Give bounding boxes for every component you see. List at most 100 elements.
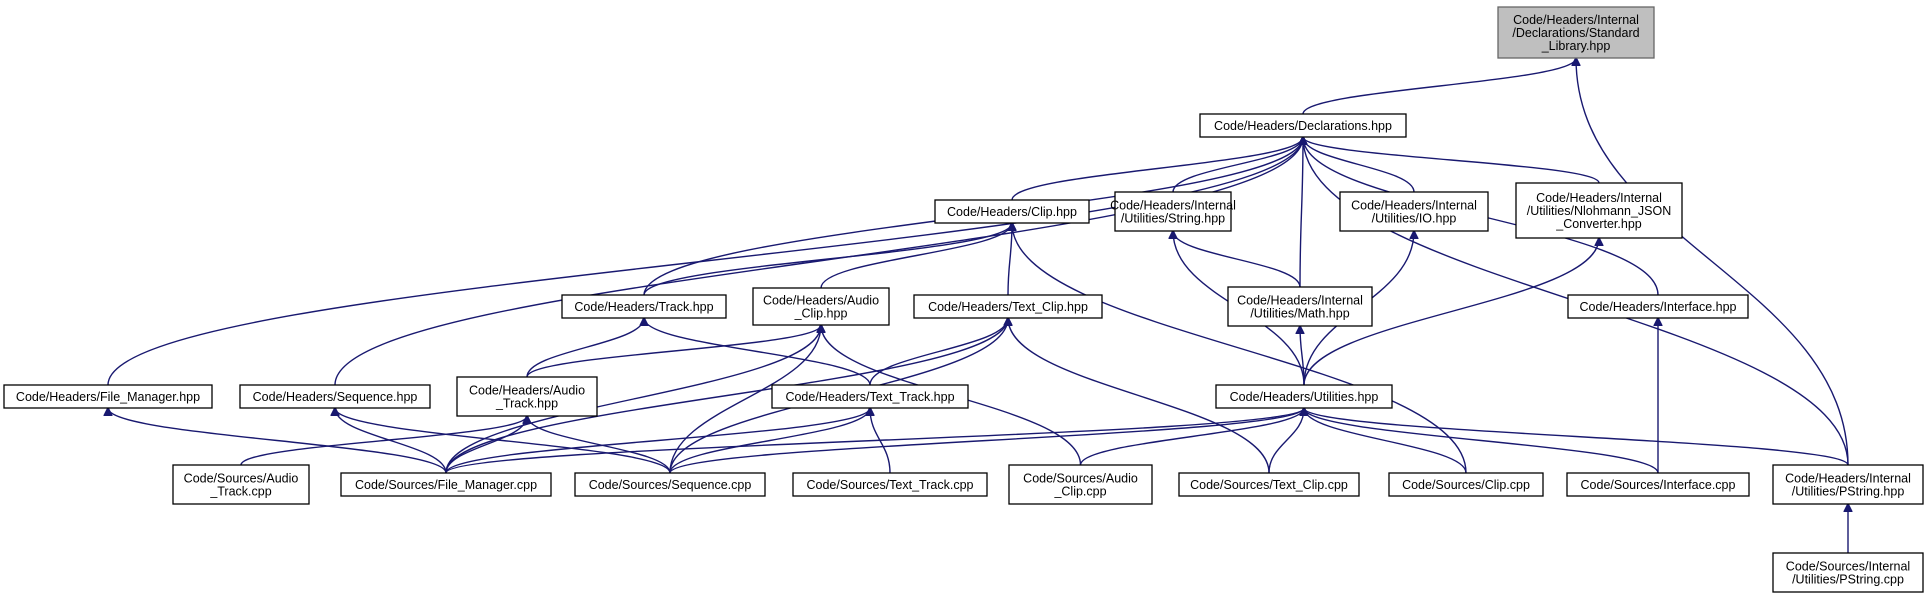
node-label: Code/Headers/Internal [1536, 191, 1662, 205]
node-box [913, 294, 1103, 319]
edge-math_hpp-to-declarations [1300, 137, 1303, 288]
edge-sequence_cpp-to-utilities_hpp [669, 408, 1304, 474]
node-box [934, 199, 1090, 224]
node-box [1339, 191, 1489, 232]
node-label: Code/Headers/Internal [1513, 13, 1639, 27]
node-box [1388, 472, 1544, 497]
node-box [340, 472, 552, 497]
node-box [3, 384, 213, 409]
node-label: /Declarations/Standard [1512, 26, 1639, 40]
node-label: /Utilities/PString.hpp [1792, 485, 1905, 499]
node-label: /Utilities/IO.hpp [1372, 212, 1457, 226]
edge-sequence_cpp-to-audio_track_hpp [527, 416, 671, 474]
node-box [172, 464, 310, 505]
node-audio-clip-hpp[interactable]: Code/Headers/Audio_Clip.hpp [752, 287, 890, 326]
edge-sequence_cpp-to-text_track_hpp [669, 408, 870, 474]
edge-audio_clip_hpp-to-clip_hpp [820, 223, 1012, 289]
node-sequence-cpp[interactable]: Code/Sources/Sequence.cpp [574, 472, 766, 497]
edge-sequence_cpp-to-sequence_hpp [335, 408, 671, 474]
node-label: Code/Sources/File_Manager.cpp [355, 478, 537, 492]
edge-text_track_hpp-to-track_hpp [644, 318, 871, 386]
node-label: Code/Sources/Text_Clip.cpp [1190, 478, 1348, 492]
edge-pstring_hpp-to-standard_library [1576, 58, 1849, 466]
edge-clip_cpp-to-clip_hpp [1012, 223, 1467, 474]
node-interface-cpp[interactable]: Code/Sources/Interface.cpp [1566, 472, 1750, 497]
node-box [1199, 113, 1407, 138]
node-label: Code/Headers/Internal [1785, 472, 1911, 486]
edge-text_clip_hpp-to-clip_hpp [1007, 223, 1012, 296]
edge-clip_hpp-to-declarations [1011, 137, 1303, 201]
node-track-hpp[interactable]: Code/Headers/Track.hpp [561, 294, 727, 319]
node-file-manager-hpp[interactable]: Code/Headers/File_Manager.hpp [3, 384, 213, 409]
node-label: /Utilities/Nlohmann_JSON [1527, 204, 1672, 218]
edge-nlohmann_hpp-to-declarations [1303, 137, 1600, 184]
node-box [561, 294, 727, 319]
node-sequence-hpp[interactable]: Code/Headers/Sequence.hpp [239, 384, 431, 409]
node-text-clip-hpp[interactable]: Code/Headers/Text_Clip.hpp [913, 294, 1103, 319]
edge-audio_clip_cpp-to-utilities_hpp [1079, 408, 1305, 466]
node-audio-clip-cpp[interactable]: Code/Sources/Audio_Clip.cpp [1008, 464, 1153, 505]
node-label: Code/Sources/Audio [1023, 472, 1138, 486]
node-label: Code/Headers/Clip.hpp [947, 205, 1077, 219]
node-label: Code/Headers/Internal [1110, 199, 1236, 213]
node-label: Code/Sources/Audio [184, 472, 299, 486]
node-file-manager-cpp[interactable]: Code/Sources/File_Manager.cpp [340, 472, 552, 497]
node-label: _Converter.hpp [1555, 217, 1642, 231]
node-label: Code/Headers/Text_Clip.hpp [928, 300, 1088, 314]
node-label: Code/Headers/Interface.hpp [1579, 300, 1736, 314]
node-label: Code/Headers/Audio [763, 294, 879, 308]
node-box [752, 287, 890, 326]
node-declarations[interactable]: Code/Headers/Declarations.hpp [1199, 113, 1407, 138]
node-label: /Utilities/String.hpp [1121, 212, 1225, 226]
node-nlohmann-hpp[interactable]: Code/Headers/Internal/Utilities/Nlohmann… [1515, 182, 1683, 239]
node-text-track-hpp[interactable]: Code/Headers/Text_Track.hpp [771, 384, 969, 409]
node-label: Code/Headers/Internal [1237, 294, 1363, 308]
node-label: Code/Headers/Utilities.hpp [1230, 390, 1379, 404]
node-label: Code/Sources/Internal [1786, 560, 1910, 574]
edges-layer [108, 58, 1848, 553]
edge-utilities_hpp-to-nlohmann_hpp [1303, 238, 1599, 386]
node-box [1566, 472, 1750, 497]
node-label: Code/Sources/Clip.cpp [1402, 478, 1530, 492]
node-box [792, 472, 988, 497]
node-audio-track-hpp[interactable]: Code/Headers/Audio_Track.hpp [456, 376, 598, 417]
edge-audio_track_cpp-to-audio_track_hpp [240, 416, 527, 466]
nodes-layer: Code/Headers/Internal/Declarations/Stand… [3, 6, 1924, 593]
node-io-hpp[interactable]: Code/Headers/Internal/Utilities/IO.hpp [1339, 191, 1489, 232]
node-utilities-hpp[interactable]: Code/Headers/Utilities.hpp [1215, 384, 1393, 409]
node-interface-hpp[interactable]: Code/Headers/Interface.hpp [1567, 294, 1749, 319]
node-text-track-cpp[interactable]: Code/Sources/Text_Track.cpp [792, 472, 988, 497]
node-box [1497, 6, 1655, 59]
node-label: Code/Headers/Track.hpp [574, 300, 713, 314]
node-string-hpp[interactable]: Code/Headers/Internal/Utilities/String.h… [1110, 191, 1236, 232]
node-pstring-hpp[interactable]: Code/Headers/Internal/Utilities/PString.… [1772, 464, 1924, 505]
node-label: Code/Headers/Sequence.hpp [253, 390, 418, 404]
node-label: /Utilities/PString.cpp [1792, 573, 1904, 587]
node-standard-library[interactable]: Code/Headers/Internal/Declarations/Stand… [1497, 6, 1655, 59]
edge-file_manager_cpp-to-utilities_hpp [445, 408, 1304, 474]
edge-utilities_hpp-to-math_hpp [1300, 326, 1305, 386]
edge-file_manager_cpp-to-file_manager_hpp [108, 408, 447, 474]
node-label: Code/Headers/Declarations.hpp [1214, 119, 1392, 133]
node-box [1215, 384, 1393, 409]
node-label: /Utilities/Math.hpp [1250, 307, 1349, 321]
node-label: Code/Sources/Text_Track.cpp [807, 478, 974, 492]
edge-file_manager_hpp-to-declarations [107, 137, 1303, 386]
edge-file_manager_cpp-to-text_clip_hpp [445, 318, 1008, 474]
node-label: Code/Headers/Audio [469, 384, 585, 398]
node-box [1772, 552, 1924, 593]
node-text-clip-cpp[interactable]: Code/Sources/Text_Clip.cpp [1178, 472, 1360, 497]
edge-sequence_hpp-to-declarations [334, 137, 1303, 386]
node-pstring-cpp[interactable]: Code/Sources/Internal/Utilities/PString.… [1772, 552, 1924, 593]
node-clip-cpp[interactable]: Code/Sources/Clip.cpp [1388, 472, 1544, 497]
node-label: Code/Headers/Internal [1351, 199, 1477, 213]
node-box [1772, 464, 1924, 505]
edge-math_hpp-to-string_hpp [1173, 231, 1301, 288]
node-math-hpp[interactable]: Code/Headers/Internal/Utilities/Math.hpp [1227, 286, 1373, 327]
node-audio-track-cpp[interactable]: Code/Sources/Audio_Track.cpp [172, 464, 310, 505]
node-box [1515, 182, 1683, 239]
edge-file_manager_cpp-to-audio_clip_hpp [445, 325, 821, 474]
edge-clip_cpp-to-utilities_hpp [1304, 408, 1467, 474]
node-clip-hpp[interactable]: Code/Headers/Clip.hpp [934, 199, 1090, 224]
